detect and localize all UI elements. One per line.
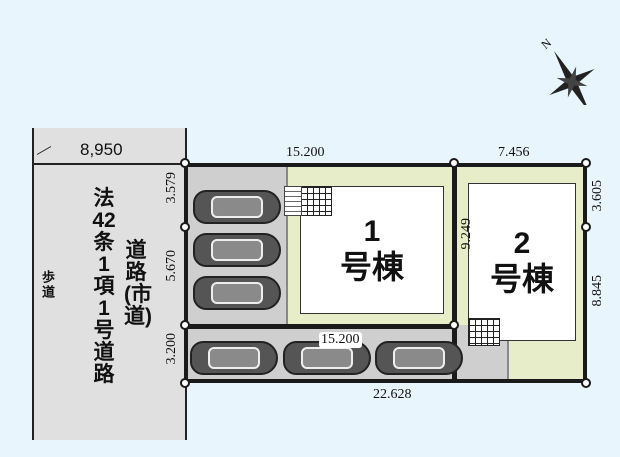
north-label: N [538,35,554,52]
boundary-marker [581,222,591,232]
entrance-tile-2 [468,318,500,346]
dimension-right-lower: 8.845 [590,275,605,307]
car-icon [190,341,278,375]
entrance-tile-1 [300,186,332,216]
boundary-marker [581,378,591,388]
car-icon [375,341,463,375]
dimension-left-upper: 3.579 [164,172,179,204]
house-2: 2 号棟 [468,183,576,341]
house-1-number: 1 [363,215,381,248]
road-width-line [32,163,187,165]
dimension-top-lot2: 7.456 [498,145,530,160]
house-2-number: 2 [513,227,531,260]
dimension-divider: 9.249 [459,218,474,250]
compass-rose-icon: N [532,30,602,114]
car-icon [193,276,281,310]
boundary-marker [449,158,459,168]
boundary-marker [449,320,459,330]
boundary-marker [180,378,190,388]
house-2-label: 号棟 [489,261,554,297]
dimension-right-upper: 3.605 [590,180,605,212]
boundary-marker [180,158,190,168]
boundary-marker [581,158,591,168]
dimension-top-lot1: 15.200 [286,145,325,160]
road-width-label: 8,950 [80,140,123,159]
house-1-label: 号棟 [339,249,404,285]
entrance-steps-icon [284,186,302,216]
road-type-label: 道路(市道) [124,239,152,328]
public-road [68,128,187,440]
dimension-bottom-total: 22.628 [373,387,412,402]
road-classification-label: 法42条1項1号道路 [92,187,116,386]
car-icon [193,190,281,224]
sidewalk-label: 歩道 [40,270,55,300]
dimension-left-lower: 3.200 [164,333,179,365]
boundary-marker [180,320,190,330]
car-icon [193,233,281,267]
dimension-left-middle: 5.670 [164,250,179,282]
dimension-inner-bottom: 15.200 [319,332,362,348]
boundary-marker [180,222,190,232]
